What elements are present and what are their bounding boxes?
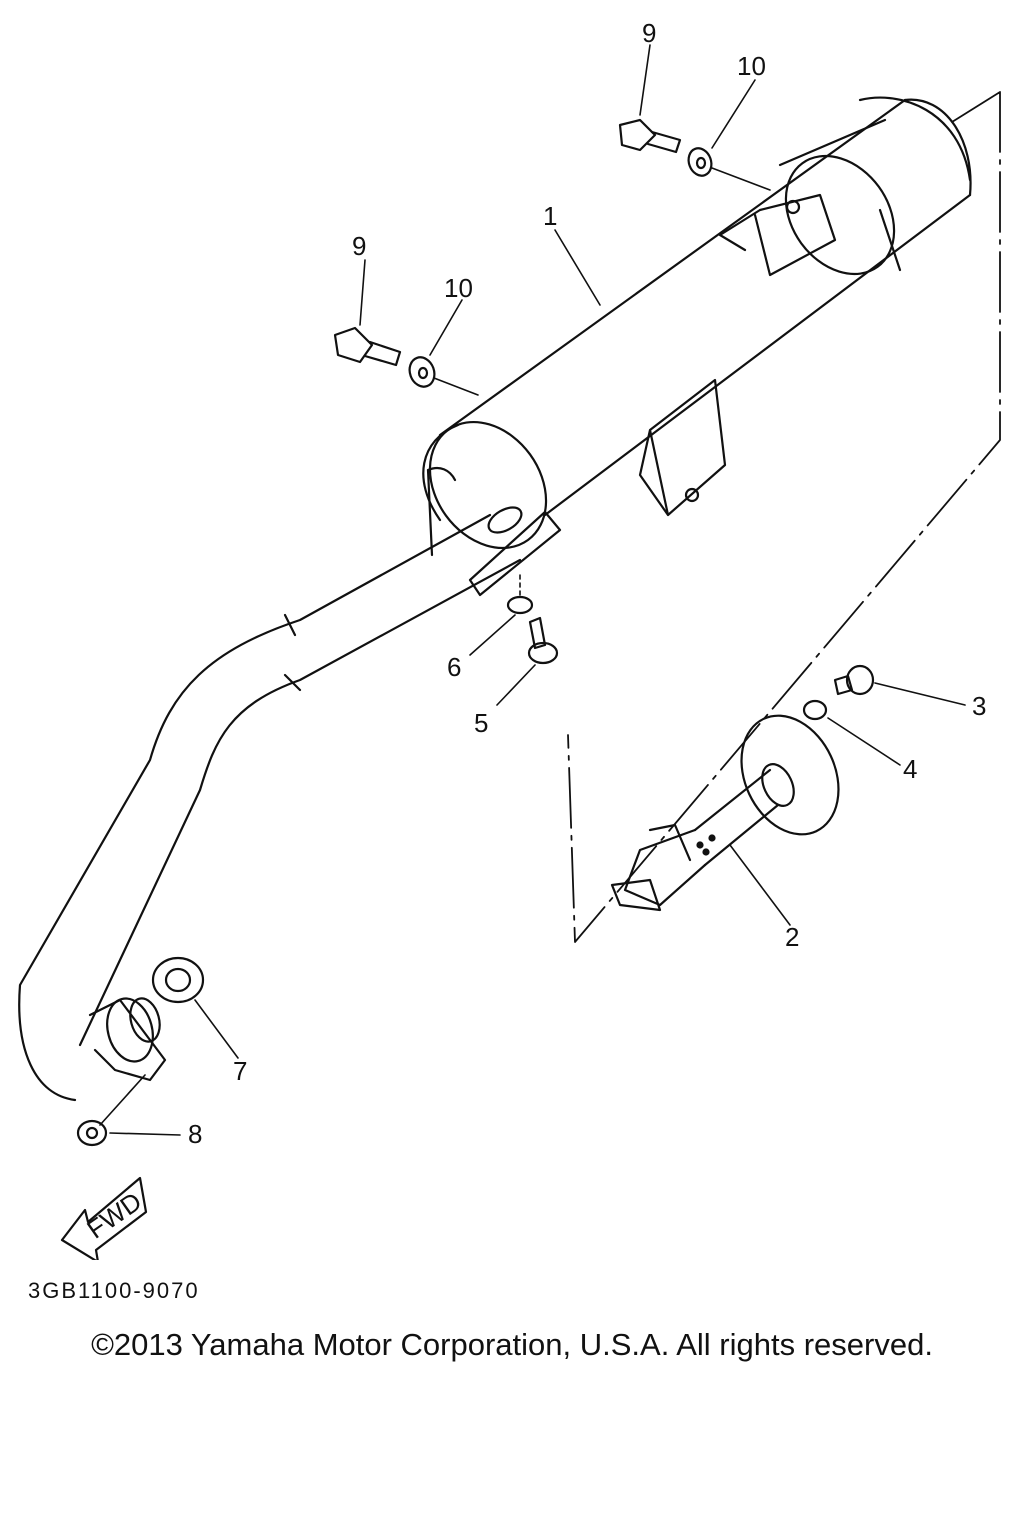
callout-6: 6: [447, 652, 461, 682]
leader-lines: [109, 44, 966, 1136]
callout-8: 8: [188, 1119, 202, 1149]
callout-10-top: 10: [737, 51, 766, 81]
washer-4: [802, 699, 828, 721]
washer-6: [506, 595, 534, 615]
bolt-9-left: [333, 326, 402, 367]
nut-8: [76, 1074, 146, 1147]
callout-7: 7: [233, 1056, 247, 1086]
callout-10-left: 10: [444, 273, 473, 303]
bolt-9-top: [618, 118, 682, 154]
drawing-code: 3GB1100-9070: [28, 1278, 200, 1303]
bolt-3: [833, 664, 875, 696]
callout-4: 4: [903, 754, 917, 784]
callout-2: 2: [785, 922, 799, 952]
diagram-canvas: FWD 9 10 1 9 10 6 5 3 4 2 7 8: [18, 18, 1001, 1260]
washer-10-left: [408, 356, 436, 388]
assembly-frame: [567, 91, 1001, 943]
callout-9-left: 9: [352, 231, 366, 261]
washer-10-top: [687, 147, 713, 177]
callout-3: 3: [972, 691, 986, 721]
callout-5: 5: [474, 708, 488, 738]
mount-bracket-bottom: [638, 378, 727, 517]
spark-arrester: [610, 714, 840, 912]
callout-1: 1: [543, 201, 557, 231]
exhaust-pipe: [18, 506, 562, 1102]
bolt-5: [527, 616, 559, 665]
gasket-7: [151, 956, 205, 1004]
copyright-notice: ©2013 Yamaha Motor Corporation, U.S.A. A…: [91, 1327, 933, 1362]
muffler: [422, 96, 972, 557]
mount-bracket-top: [718, 193, 837, 277]
fwd-arrow-icon: FWD: [60, 1176, 148, 1260]
callout-9-top: 9: [642, 18, 656, 48]
